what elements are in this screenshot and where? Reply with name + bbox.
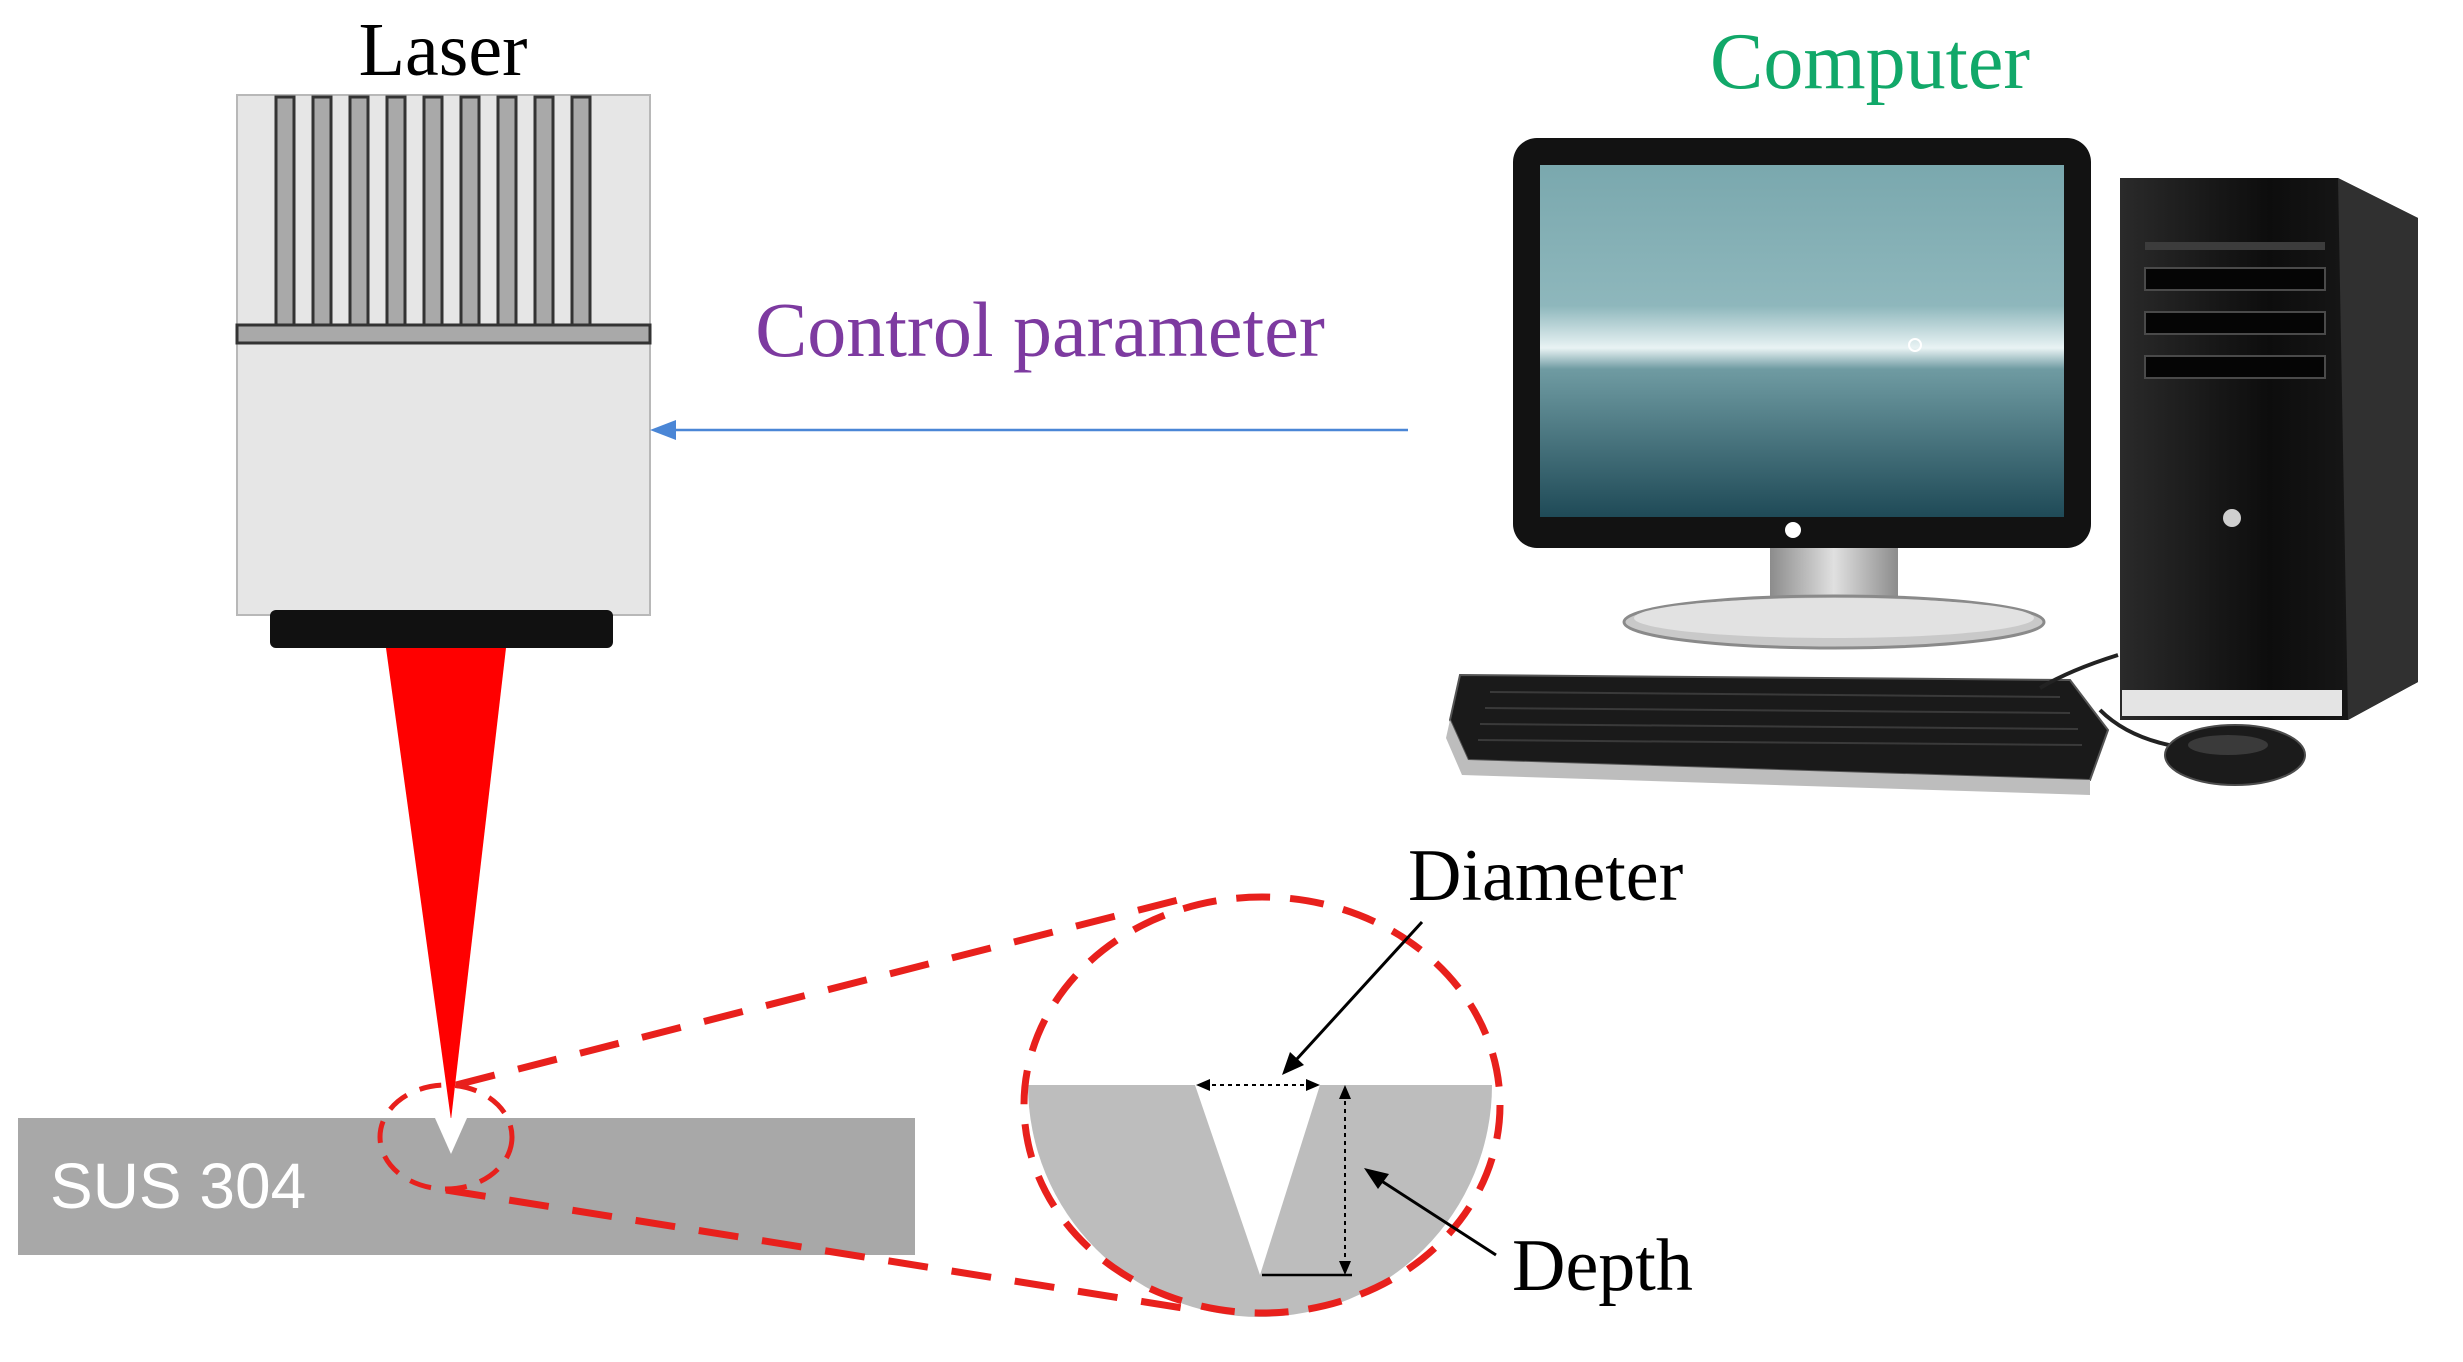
- depth-label: Depth: [1512, 1225, 1693, 1307]
- diameter-leader: [1282, 920, 1424, 1075]
- laser-nozzle: [270, 610, 613, 648]
- laser-beam: [386, 648, 506, 1120]
- monitor-logo: [1785, 522, 1801, 538]
- laser-head-icon: [235, 94, 652, 648]
- plate-notch: [435, 1118, 467, 1154]
- computer-label: Computer: [1710, 18, 2030, 106]
- laser-plate: [235, 323, 652, 345]
- diameter-label: Diameter: [1408, 835, 1683, 917]
- depth-dimension: [1262, 1085, 1352, 1277]
- laser-label: Laser: [359, 8, 528, 92]
- depth-leader: [1364, 1168, 1497, 1257]
- diameter-dimension: [1196, 1079, 1320, 1091]
- focus-highlight: [377, 1082, 515, 1192]
- desktop-computer-icon: [1446, 138, 2418, 795]
- material-label: SUS 304: [50, 1150, 306, 1222]
- cross-section-zoom: [1020, 893, 1504, 1317]
- cooling-fins: [274, 95, 592, 327]
- control-parameter-label: Control parameter: [755, 286, 1325, 373]
- zoom-line-top: [455, 896, 1179, 1089]
- control-arrow: [650, 420, 1408, 440]
